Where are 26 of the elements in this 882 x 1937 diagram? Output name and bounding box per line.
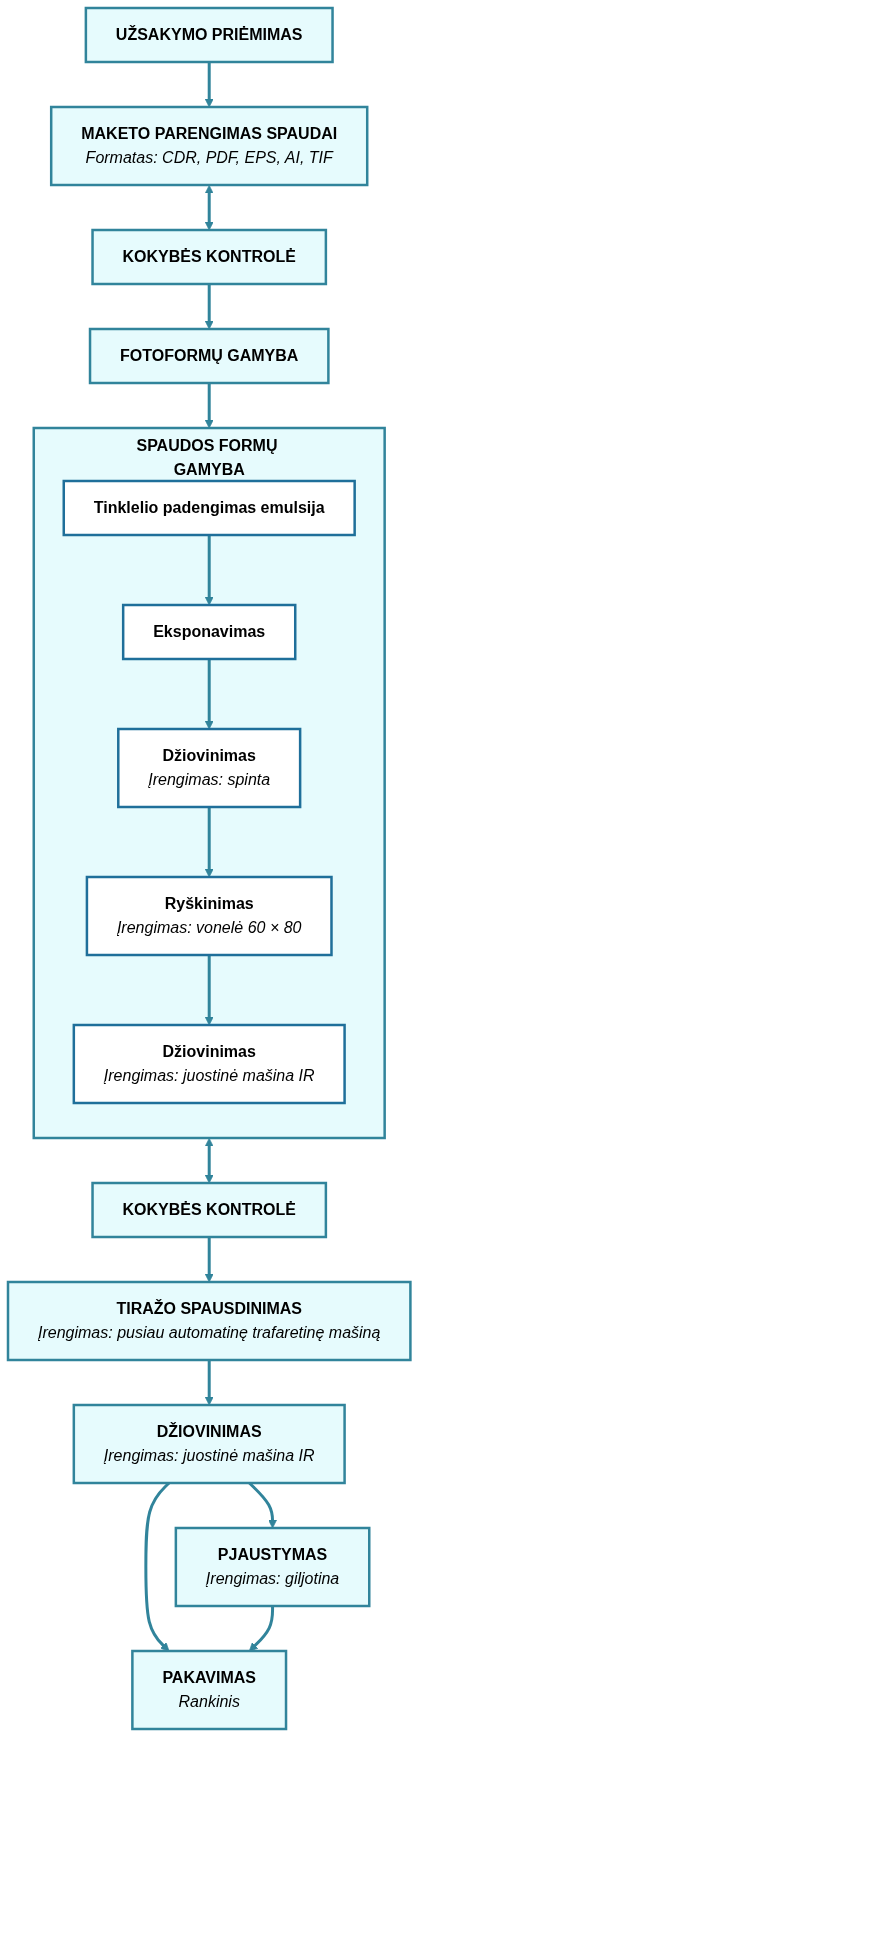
node-box: Tinklelio padengimas emulsija <box>62 479 356 537</box>
arrow <box>249 1606 275 1652</box>
arrow <box>204 535 214 606</box>
node-box: Ryškinimas Įrengimas: vonelė 60 × 80 <box>85 875 333 957</box>
node-box: KOKYBĖS KONTROLĖ <box>91 228 328 286</box>
arrow <box>204 1138 214 1184</box>
arrow <box>204 955 214 1026</box>
arrow <box>204 185 214 231</box>
node-box: PJAUSTYMAS Įrengimas: giljotina <box>174 1526 371 1608</box>
node-box: UŽSAKYMO PRIĖMIMAS <box>84 6 334 64</box>
arrow <box>204 1360 214 1406</box>
arrow <box>204 807 214 878</box>
arrow <box>204 62 214 108</box>
node-box: Džiovinimas Įrengimas: juostinė mašina IR <box>72 1023 346 1105</box>
arrow <box>204 284 214 330</box>
arrow <box>204 1237 214 1283</box>
node-box: KOKYBĖS KONTROLĖ <box>91 1181 328 1239</box>
node-box: Džiovinimas Įrengimas: spinta <box>117 727 302 809</box>
arrow <box>204 659 214 730</box>
arrow <box>204 383 214 429</box>
node-box: TIRAŽO SPAUSDINIMAS Įrengimas: pusiau automatinę trafaretinę mašiną <box>6 1280 412 1362</box>
node-box: PAKAVIMAS Rankinis <box>131 1649 288 1731</box>
node-box: DŽIOVINIMAS Įrengimas: juostinė mašina IR <box>72 1403 346 1485</box>
node-box: Eksponavimas <box>121 603 297 661</box>
node-box: FOTOFORMŲ GAMYBA <box>88 327 330 385</box>
node-box: MAKETO PARENGIMAS SPAUDAI Formatas: CDR, PDF, EPS, AI, TIF <box>49 105 369 187</box>
